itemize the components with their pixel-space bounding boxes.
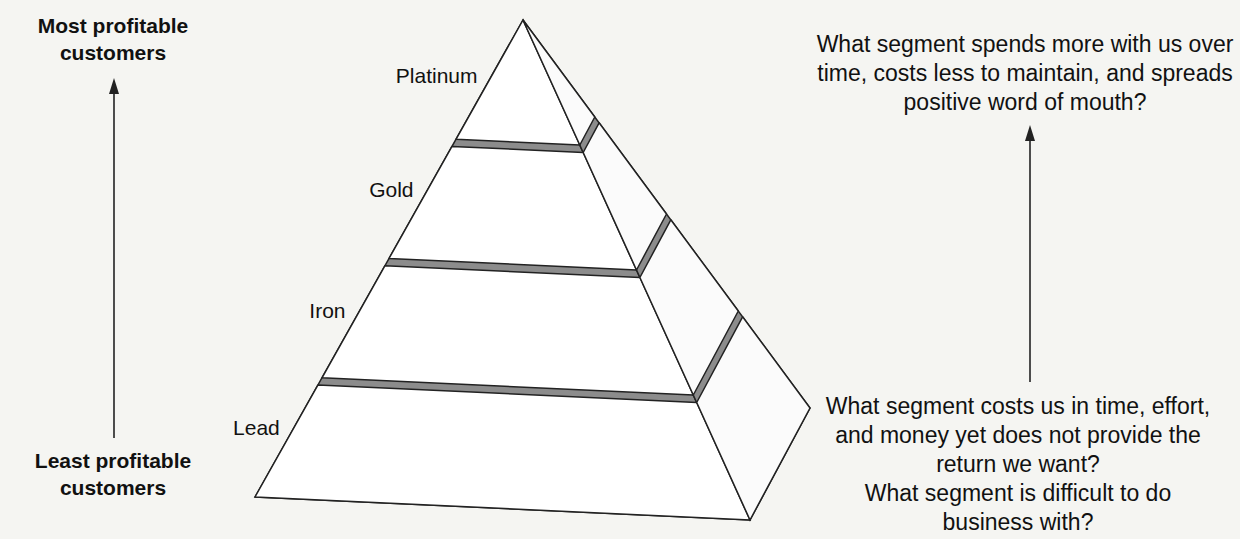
- axis-label-top: Most profitable customers: [8, 12, 218, 66]
- pyramid-band: Lead: [231, 314, 812, 522]
- axis-label-bottom: Least profitable customers: [8, 447, 218, 501]
- right-arrow-shaft: [1029, 139, 1031, 382]
- tier-name: Gold: [369, 178, 413, 202]
- band-side-face: [523, 20, 595, 145]
- band-side-face: [583, 123, 666, 270]
- left-arrow-head: [109, 78, 119, 94]
- pyramid-band: Platinum: [393, 18, 597, 147]
- question-note: What segment costs us in time, effort, a…: [818, 392, 1218, 479]
- band-front-face: [255, 385, 750, 520]
- band-side-face: [697, 317, 810, 520]
- question-note: What segment is difficult to do business…: [818, 479, 1218, 537]
- band-front-face: [322, 266, 693, 395]
- tier-name: Iron: [309, 299, 345, 323]
- band-outline: [231, 314, 812, 522]
- pyramid-band: Gold: [367, 120, 669, 272]
- tier-name: Platinum: [396, 64, 478, 88]
- right-arrow-head: [1025, 125, 1035, 141]
- tier-name: Lead: [233, 416, 280, 440]
- band-outline: [307, 217, 741, 397]
- question-note: What segment spends more with us over ti…: [815, 30, 1235, 117]
- pyramid-band: Iron: [307, 217, 741, 397]
- left-arrow-shaft: [113, 92, 115, 438]
- pyramid-front-ground: [255, 20, 750, 520]
